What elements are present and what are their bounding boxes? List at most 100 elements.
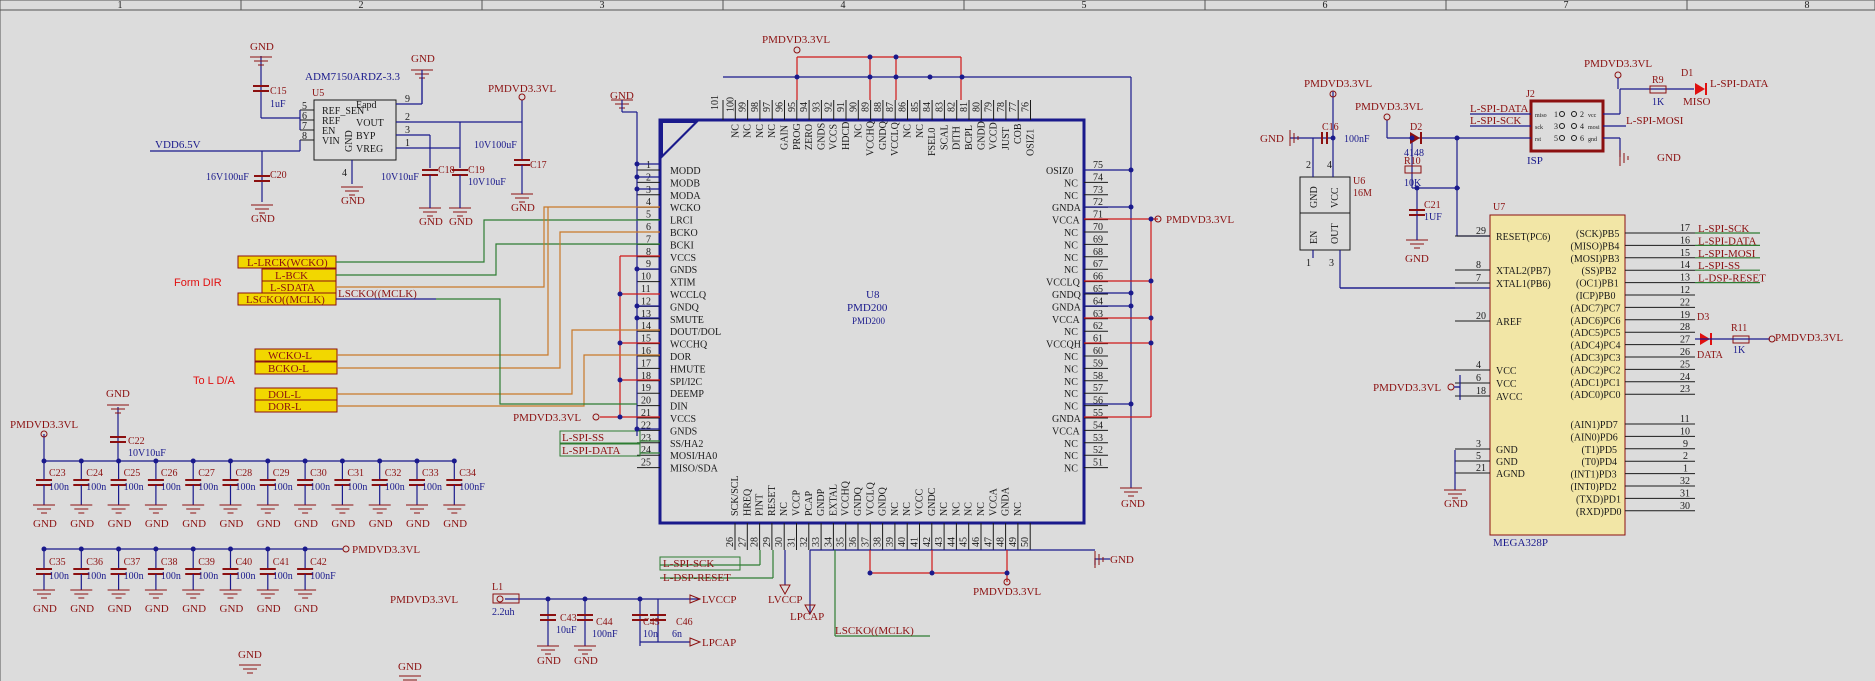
cap-value: 100n: [161, 482, 181, 493]
u8-pin-name: VCCLQ: [865, 481, 876, 516]
u8-pin-name: MODB: [670, 178, 700, 189]
dir-lrck: L-LRCK(WCKO): [247, 257, 328, 269]
u8-pin-name: VCCHQ: [866, 120, 877, 156]
u7-pin-num: 20: [1476, 311, 1486, 322]
j2-left-sck: L-SPI-SCK: [1470, 115, 1521, 127]
junction-dot: [377, 458, 383, 464]
junction-dot: [867, 570, 873, 576]
u8-pmd200[interactable]: U8 PMD200 PMD200 1MODD2MODB3MODA4WCKO5LR…: [637, 95, 1108, 550]
gnd-net: GND: [220, 518, 244, 530]
gnd-net: GND: [449, 216, 473, 228]
j2-pin-name: sck: [1535, 125, 1543, 131]
c22-capacitor: [110, 436, 126, 443]
u8-pin-name: GNDS: [670, 265, 697, 276]
cap-value: 100n: [273, 482, 293, 493]
u7-pin-num: 9: [1683, 439, 1688, 450]
u8-pin-num: 90: [848, 102, 859, 112]
u8-pin-num: 24: [641, 445, 651, 456]
u8-pin-name: MODD: [670, 166, 701, 177]
gnd-net: GND: [145, 603, 169, 615]
u7-pin-name: AREF: [1496, 317, 1522, 328]
u8-pin-name: NC: [1064, 240, 1078, 251]
gnd-net: GND: [411, 53, 435, 65]
u8-pin-name: NC: [902, 502, 913, 516]
u7-mega328p[interactable]: U7 MEGA328P 29RESET(PC6)8XTAL2(PB7)7XTAL…: [1455, 202, 1695, 549]
gnd-extra-1: [239, 664, 261, 674]
u8-pin-num: 33: [811, 537, 822, 547]
u8-pin-num: 64: [1093, 296, 1103, 307]
u8-pin-num: 99: [738, 102, 749, 112]
u6-pin-vcc: VCC: [1330, 187, 1341, 208]
u6-oscillator[interactable]: U6 16M GND VCC EN OUT 2 4 1 3: [1299, 160, 1372, 269]
r10-val: 10K: [1404, 178, 1422, 189]
u8-pin-name: RESET: [767, 485, 778, 516]
u8-pin-name: NC: [730, 124, 741, 138]
c21-val: 1UF: [1424, 212, 1442, 223]
u8-pin-num: 14: [641, 321, 651, 332]
c15-capacitor: [253, 85, 269, 92]
dir-labels: L-LRCK(WCKO) L-BCK L-SDATA LSCKO((MCLK) …: [237, 206, 660, 306]
u8-pin-num: 18: [641, 371, 651, 382]
u8-pin-name: VCCA: [988, 487, 999, 516]
column-marker: 1: [118, 0, 123, 11]
u8-pin-num: 41: [910, 537, 921, 547]
cap-ref: C32: [385, 468, 402, 479]
gnd-net: GND: [250, 41, 274, 53]
gnd-symbol: [33, 589, 55, 599]
c20-capacitor: [254, 175, 270, 182]
cap-value: 100n: [49, 571, 69, 582]
c22-ref: C22: [128, 436, 145, 447]
u8-pin-name: SMUTE: [670, 315, 704, 326]
cap-value: 100n: [236, 482, 256, 493]
u8-pin-name: JUST: [1001, 127, 1012, 150]
u8-pin-num: 73: [1093, 185, 1103, 196]
u8-pin-num: 35: [836, 537, 847, 547]
u8-pin-name: LRCI: [670, 216, 693, 227]
l1-ref: L1: [492, 582, 503, 593]
u8-pin-name: SCAL: [939, 124, 950, 150]
u7-pin-name: VCC: [1496, 379, 1517, 390]
junction-dot: [1148, 340, 1154, 346]
u7-pin-name: (ICP)PB0: [1576, 291, 1615, 302]
pmdvd-net-r11: PMDVD3.3VL: [1775, 332, 1843, 344]
u8-pin-num: 13: [641, 309, 651, 320]
u7-pin-num: 19: [1680, 310, 1690, 321]
u8-pin-name: GNDA: [1052, 203, 1082, 214]
u7-pin-name: XTAL1(PB6): [1496, 279, 1551, 290]
u7-pin-num: 15: [1680, 248, 1690, 259]
junction-dot: [339, 458, 345, 464]
gnd-c20: [251, 204, 273, 214]
to-lda-note: To L D/A: [193, 375, 235, 387]
gnd-net: GND: [108, 603, 132, 615]
u8-pin-num: 95: [787, 102, 798, 112]
u8-pin-name: NC: [903, 124, 914, 138]
u8-pin-name: NC: [853, 124, 864, 138]
u8-pin-num: 92: [824, 102, 835, 112]
u8-pin-name: PINT: [755, 494, 766, 516]
lpcap-flag-icon: [689, 637, 702, 647]
d2-diode-icon: [1410, 132, 1420, 144]
u8-pin-name: VCCS: [829, 124, 840, 150]
u7-pin-name: (ADC6)PC6: [1571, 316, 1621, 327]
junction-dot: [153, 458, 159, 464]
cap-value: 100n: [273, 571, 293, 582]
u8-pin-name: MISO/SDA: [670, 464, 719, 475]
u7-pin-num: 1: [1683, 464, 1688, 475]
u7-pin-name: (ADC4)PC4: [1571, 341, 1621, 352]
r9-val: 1K: [1652, 97, 1665, 108]
gnd-net: GND: [145, 518, 169, 530]
cap-ref: C35: [49, 557, 66, 568]
c21-ref: C21: [1424, 200, 1441, 211]
gnd-net: GND: [251, 213, 275, 225]
u8-pin-num: 78: [996, 102, 1007, 112]
u8-pin-name: COB: [1013, 123, 1024, 144]
junction-dot: [1128, 303, 1134, 309]
junction-dot: [867, 54, 873, 60]
gnd-net: GND: [574, 655, 598, 667]
c19-ref: C19: [468, 165, 485, 176]
j2-pin-icon: [1571, 135, 1577, 141]
gnd-c43: [537, 645, 559, 655]
dir-sckout: LSCKO((MCLK): [246, 294, 325, 306]
